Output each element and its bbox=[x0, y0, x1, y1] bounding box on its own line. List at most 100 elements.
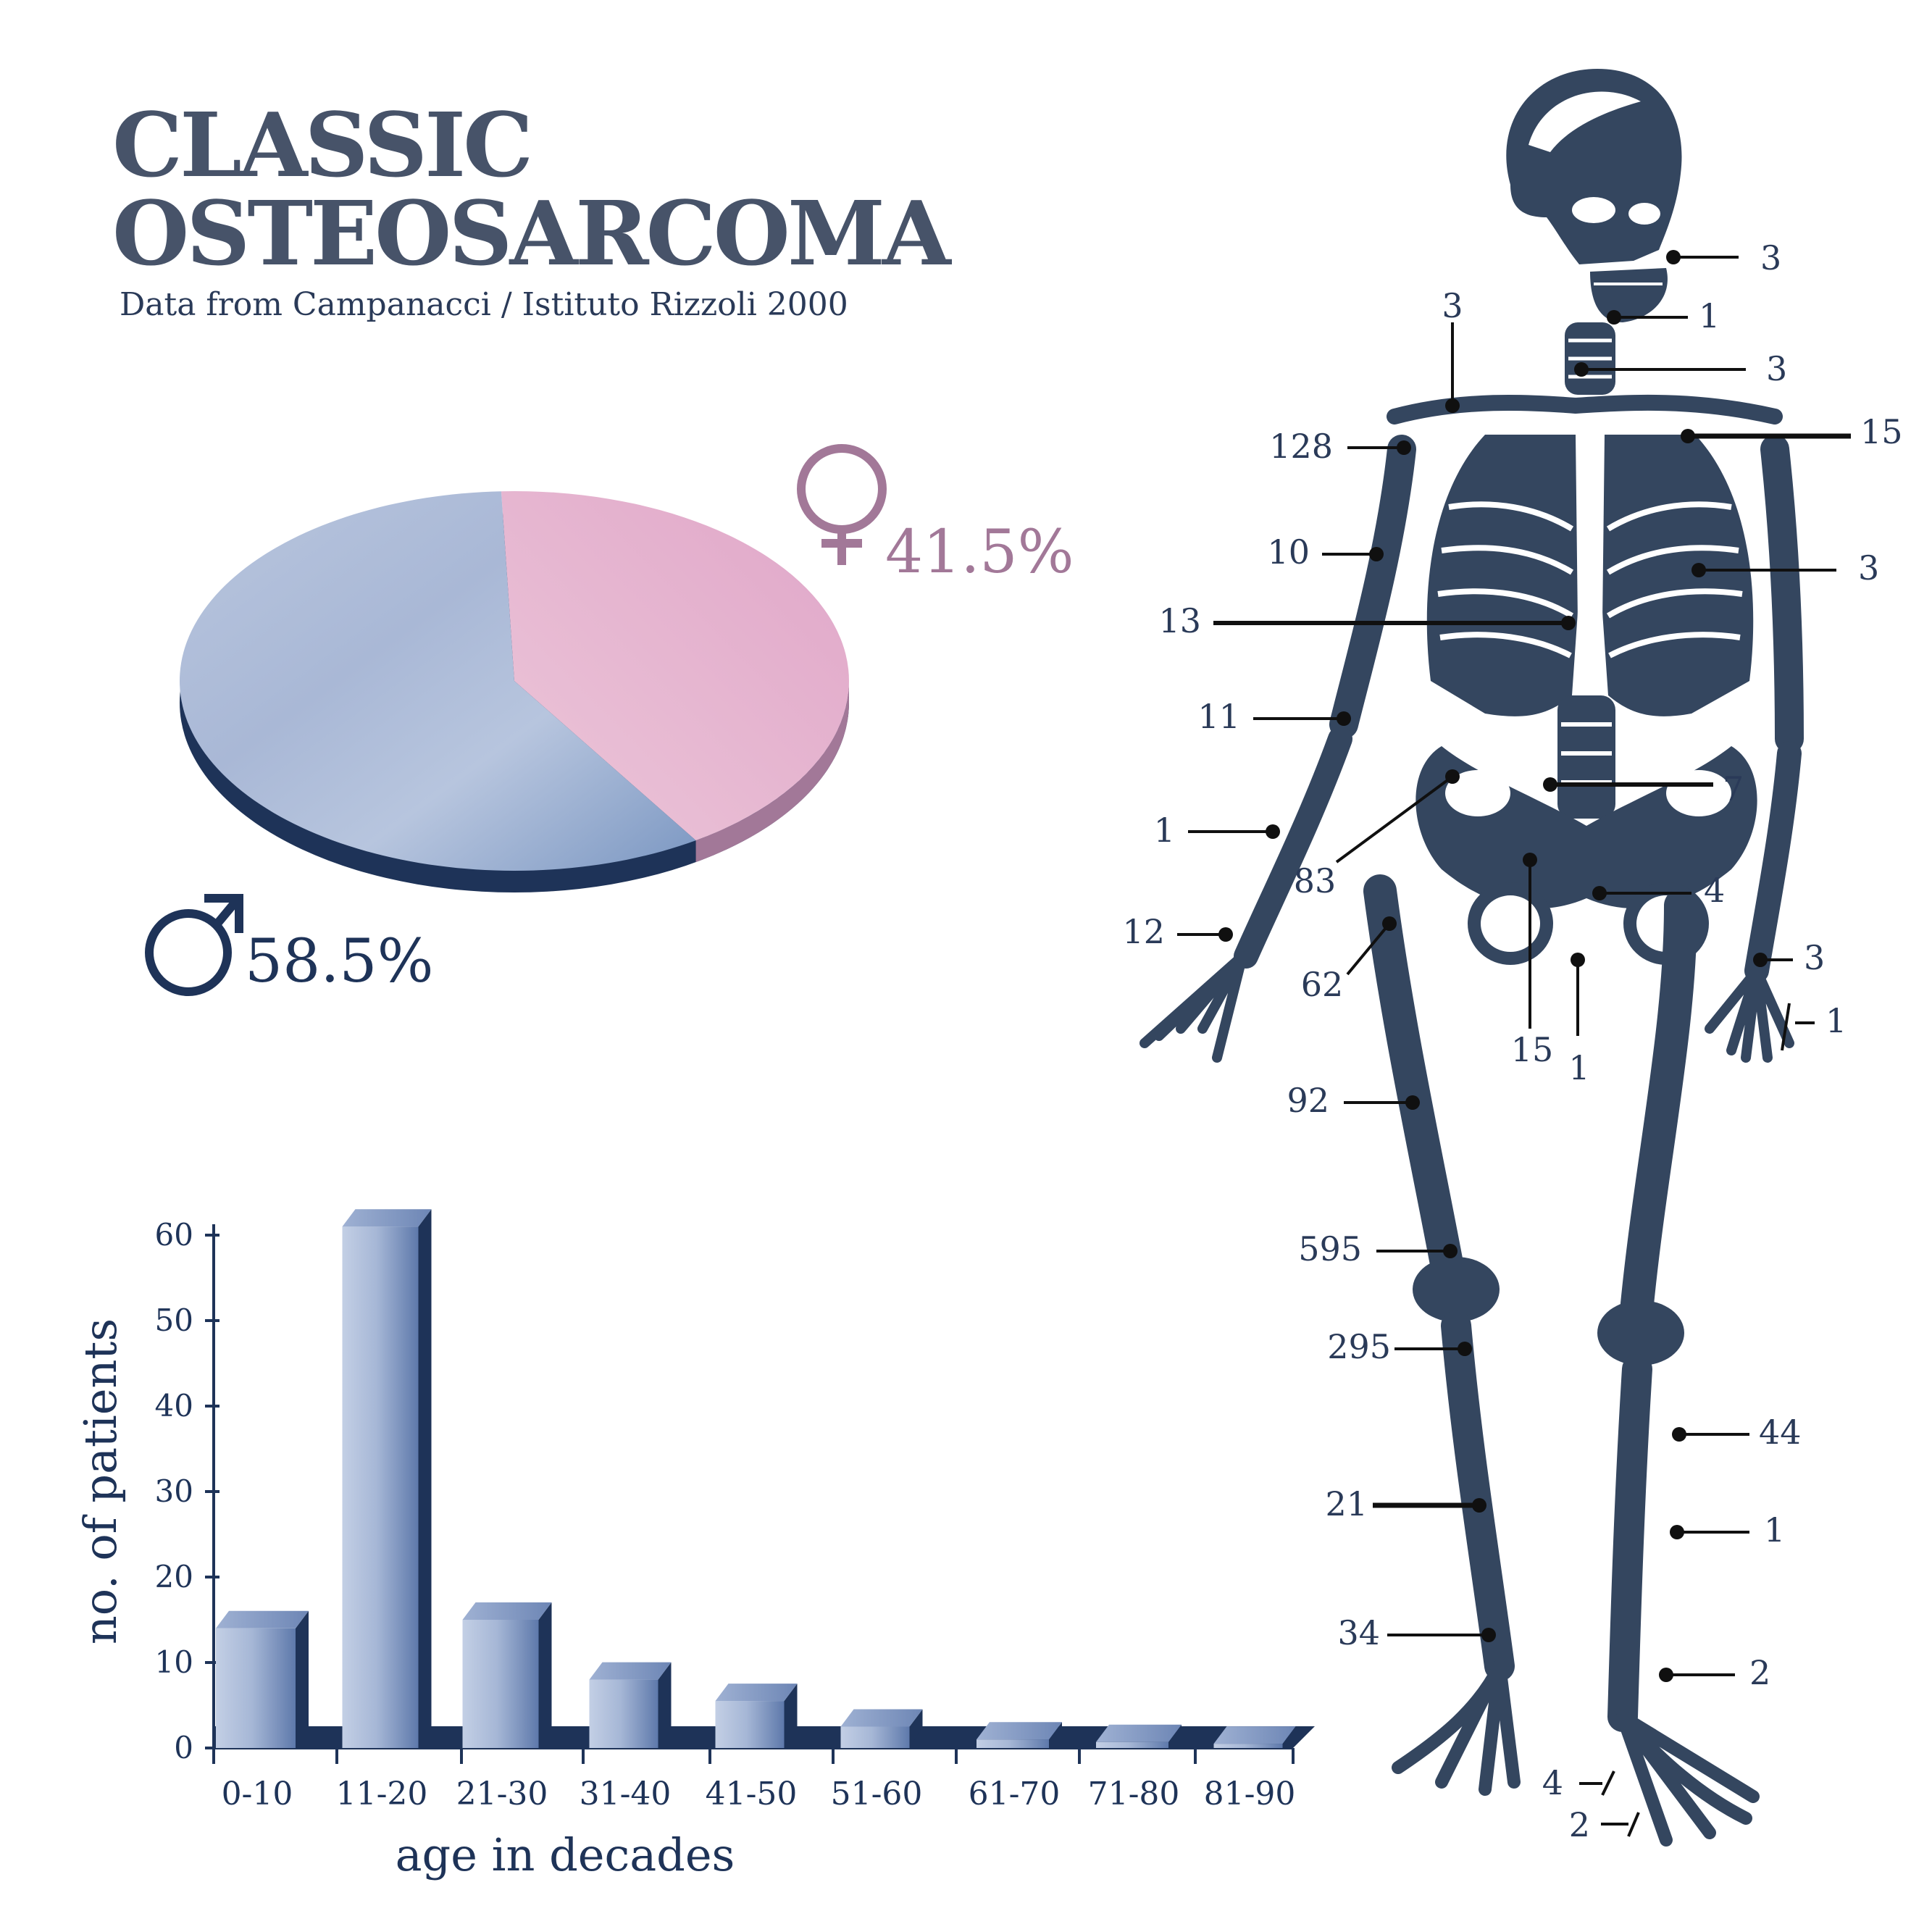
callout-label: 92 bbox=[1287, 1081, 1329, 1120]
tibia-right bbox=[1441, 1310, 1515, 1681]
callout-label: 4 bbox=[1542, 1763, 1563, 1802]
callout-10: 10 bbox=[1267, 532, 1384, 572]
callout-label: 1 bbox=[1699, 296, 1720, 335]
sex-distribution-pie: 58.5%41.5% bbox=[145, 444, 1074, 996]
x-tick-label: 0-10 bbox=[222, 1776, 293, 1812]
callout-label: 4 bbox=[1704, 871, 1725, 910]
callout-label: 3 bbox=[1858, 548, 1879, 587]
pie-slice-female bbox=[501, 491, 849, 841]
callout-7: 7 bbox=[1543, 769, 1744, 808]
x-tick-label: 81-90 bbox=[1204, 1776, 1296, 1812]
callout-11: 11 bbox=[1197, 697, 1351, 736]
callout-label: 7 bbox=[1723, 769, 1744, 808]
knee-right bbox=[1413, 1257, 1500, 1322]
callout-label: 12 bbox=[1122, 912, 1165, 951]
male-symbol-icon bbox=[145, 894, 243, 996]
callout-label: 15 bbox=[1511, 1030, 1554, 1069]
y-tick-label: 0 bbox=[174, 1730, 193, 1765]
y-tick-label: 10 bbox=[155, 1644, 193, 1680]
bar-51-60 bbox=[840, 1709, 923, 1748]
foot-left bbox=[1616, 1710, 1760, 1847]
callout-2: 2 bbox=[1659, 1653, 1770, 1692]
callout-label: 1 bbox=[1764, 1510, 1785, 1550]
callout-label: 128 bbox=[1269, 427, 1333, 466]
callout-label: 1 bbox=[1826, 1001, 1847, 1040]
x-tick-label: 61-70 bbox=[969, 1776, 1061, 1812]
callout-label: 295 bbox=[1327, 1327, 1391, 1366]
femur-left bbox=[1621, 889, 1697, 1321]
page-title-line-2: OSTEOSARCOMA bbox=[112, 181, 951, 285]
callout-label: 3 bbox=[1766, 349, 1787, 388]
y-axis-title: no. of patients bbox=[74, 1318, 127, 1644]
forearm-right bbox=[1234, 727, 1352, 969]
callout-1: 1 bbox=[1795, 1001, 1847, 1040]
callout-label: 11 bbox=[1197, 697, 1240, 736]
callout-3: 3 bbox=[1753, 938, 1825, 977]
knee-left bbox=[1597, 1300, 1684, 1366]
callout-label: 1 bbox=[1568, 1048, 1589, 1087]
callout-label: 3 bbox=[1760, 238, 1781, 277]
hand-left bbox=[1705, 966, 1794, 1063]
callout-label: 83 bbox=[1294, 861, 1337, 900]
callout-295: 295 bbox=[1327, 1327, 1472, 1366]
tibia-left bbox=[1607, 1354, 1652, 1732]
callout-4: 4 bbox=[1592, 871, 1725, 910]
pie-label-male: 58.5% bbox=[245, 927, 434, 996]
bracket-marks bbox=[1601, 1003, 1791, 1837]
bar-71-80 bbox=[1096, 1724, 1182, 1748]
bar-81-90 bbox=[1213, 1726, 1296, 1748]
lumbar-spine bbox=[1557, 695, 1615, 819]
callout-label: 21 bbox=[1325, 1484, 1368, 1523]
foot-right bbox=[1392, 1660, 1521, 1796]
y-tick-label: 30 bbox=[155, 1473, 193, 1509]
x-tick-label: 71-80 bbox=[1088, 1776, 1180, 1812]
callout-1: 1 bbox=[1607, 296, 1720, 335]
callout-21: 21 bbox=[1325, 1484, 1486, 1523]
callout-13: 13 bbox=[1158, 601, 1576, 640]
callout-3: 3 bbox=[1574, 349, 1787, 388]
skeleton-illustration bbox=[1139, 69, 1804, 1847]
skull-jaw bbox=[1590, 268, 1668, 322]
callout-1: 1 bbox=[1568, 953, 1590, 1087]
callout-label: 62 bbox=[1301, 965, 1344, 1004]
humerus-left bbox=[1760, 435, 1804, 753]
callout-4: 4 bbox=[1542, 1763, 1602, 1802]
humerus-right bbox=[1329, 435, 1416, 739]
callout-label: 595 bbox=[1298, 1229, 1362, 1268]
x-tick-label: 11-20 bbox=[336, 1776, 428, 1812]
pie-side-female bbox=[695, 681, 849, 863]
x-tick-label: 51-60 bbox=[831, 1776, 923, 1812]
callout-3: 3 bbox=[1691, 548, 1879, 587]
callout-3: 3 bbox=[1442, 286, 1463, 413]
callout-label: 3 bbox=[1442, 286, 1463, 325]
callout-label: 13 bbox=[1158, 601, 1201, 640]
x-tick-label: 31-40 bbox=[580, 1776, 672, 1812]
callout-3: 3 bbox=[1666, 238, 1781, 277]
callout-34: 34 bbox=[1337, 1613, 1496, 1652]
forearm-left bbox=[1744, 741, 1802, 983]
bar-21-30 bbox=[462, 1602, 552, 1748]
callout-595: 595 bbox=[1298, 1229, 1458, 1268]
callout-92: 92 bbox=[1287, 1081, 1420, 1120]
callout-label: 10 bbox=[1267, 532, 1310, 572]
callout-label: 15 bbox=[1860, 412, 1903, 451]
callout-62: 62 bbox=[1301, 916, 1397, 1004]
callout-15: 15 bbox=[1681, 412, 1903, 451]
callout-12: 12 bbox=[1122, 912, 1233, 951]
callout-83: 83 bbox=[1294, 769, 1460, 900]
callout-15: 15 bbox=[1511, 853, 1554, 1069]
bar-11-20 bbox=[342, 1209, 432, 1748]
callout-label: 1 bbox=[1154, 811, 1175, 850]
page-title-line-1: CLASSIC bbox=[112, 93, 533, 197]
bar-41-50 bbox=[715, 1684, 798, 1748]
x-tick-label: 21-30 bbox=[456, 1776, 548, 1812]
y-tick-label: 50 bbox=[155, 1302, 193, 1338]
x-axis-title: age in decades bbox=[396, 1828, 735, 1881]
callout-44: 44 bbox=[1672, 1413, 1802, 1452]
bar-31-40 bbox=[589, 1662, 672, 1748]
callout-2: 2 bbox=[1569, 1805, 1628, 1844]
bar-61-70 bbox=[977, 1722, 1062, 1748]
